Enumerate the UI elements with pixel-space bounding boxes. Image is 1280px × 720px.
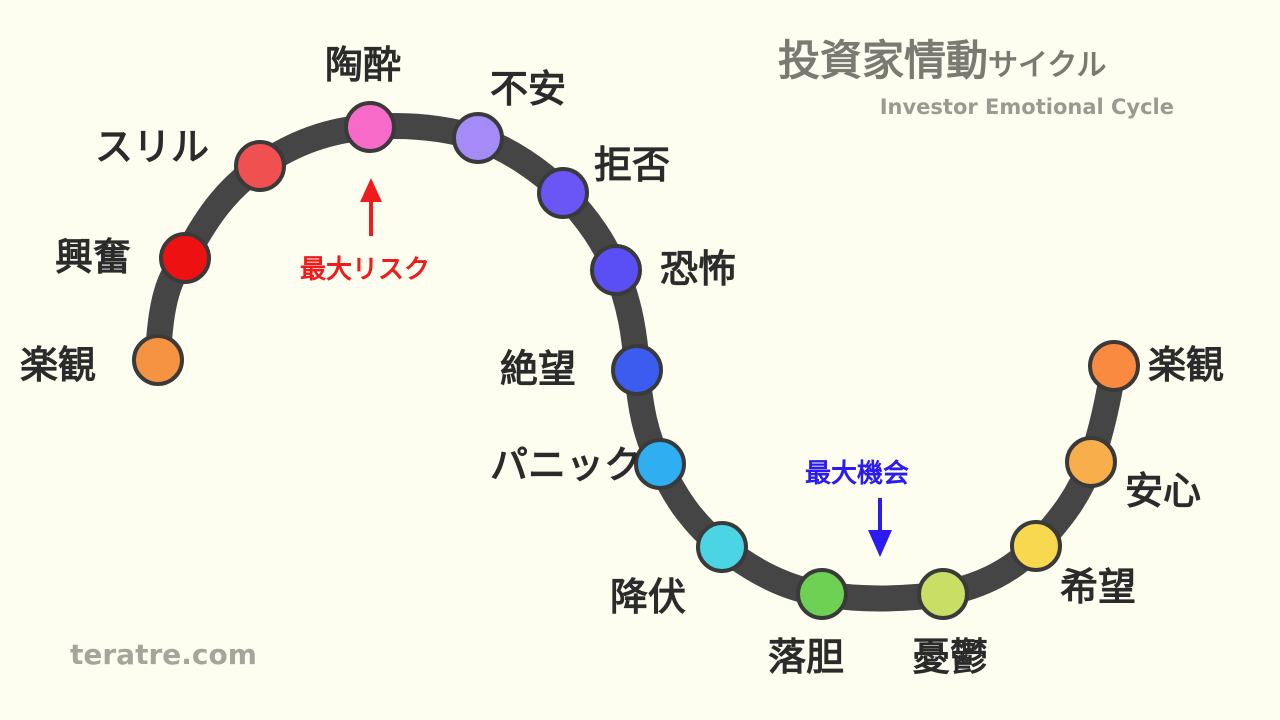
stage-node-2: [234, 140, 286, 192]
stage-node-12: [1010, 520, 1062, 572]
stage-node-1: [159, 232, 211, 284]
stage-node-7: [611, 344, 663, 396]
stage-node-9: [696, 521, 748, 573]
title-suffix: サイクル: [988, 48, 1107, 83]
max-risk-arrow-icon: [360, 178, 382, 236]
stage-label-fear: 恐怖: [660, 247, 737, 291]
stage-node-13: [1065, 436, 1117, 488]
stage-node-0: [132, 334, 184, 386]
watermark: teratre.com: [70, 638, 257, 671]
max-opportunity-label: 最大機会: [805, 459, 910, 489]
stage-label-euphoria: 陶酔: [325, 43, 402, 87]
stage-label-excitement: 興奮: [55, 235, 132, 279]
stage-node-5: [537, 167, 589, 219]
stage-node-3: [344, 101, 396, 153]
stage-label-anxiety: 不安: [490, 67, 567, 111]
stage-label-panic: パニック: [490, 443, 643, 487]
stage-label-despondency: 落胆: [768, 635, 845, 679]
stage-label-desperation: 絶望: [500, 347, 577, 391]
stage-label-capitulation: 降伏: [610, 575, 687, 619]
max-opportunity-arrow-icon: [868, 498, 892, 557]
stage-node-14: [1088, 340, 1140, 392]
stage-label-optimism-start: 楽観: [20, 343, 97, 387]
stage-label-denial: 拒否: [594, 143, 671, 187]
max-risk-label: 最大リスク: [300, 255, 431, 285]
stage-node-8: [634, 438, 686, 490]
diagram-subtitle: Investor Emotional Cycle: [879, 95, 1174, 119]
stage-node-4: [452, 112, 504, 164]
stage-label-depression: 憂鬱: [912, 635, 989, 679]
stage-node-10: [796, 568, 848, 620]
title-main: 投資家情動: [778, 36, 989, 85]
stage-label-hope: 希望: [1060, 565, 1137, 609]
diagram-title: 投資家情動サイクル: [778, 40, 1107, 82]
stage-node-11: [917, 568, 969, 620]
stage-node-6: [590, 244, 642, 296]
stage-label-relief: 安心: [1125, 469, 1202, 513]
stage-label-thrill: スリル: [95, 125, 210, 169]
stage-label-optimism-end: 楽観: [1148, 343, 1225, 387]
